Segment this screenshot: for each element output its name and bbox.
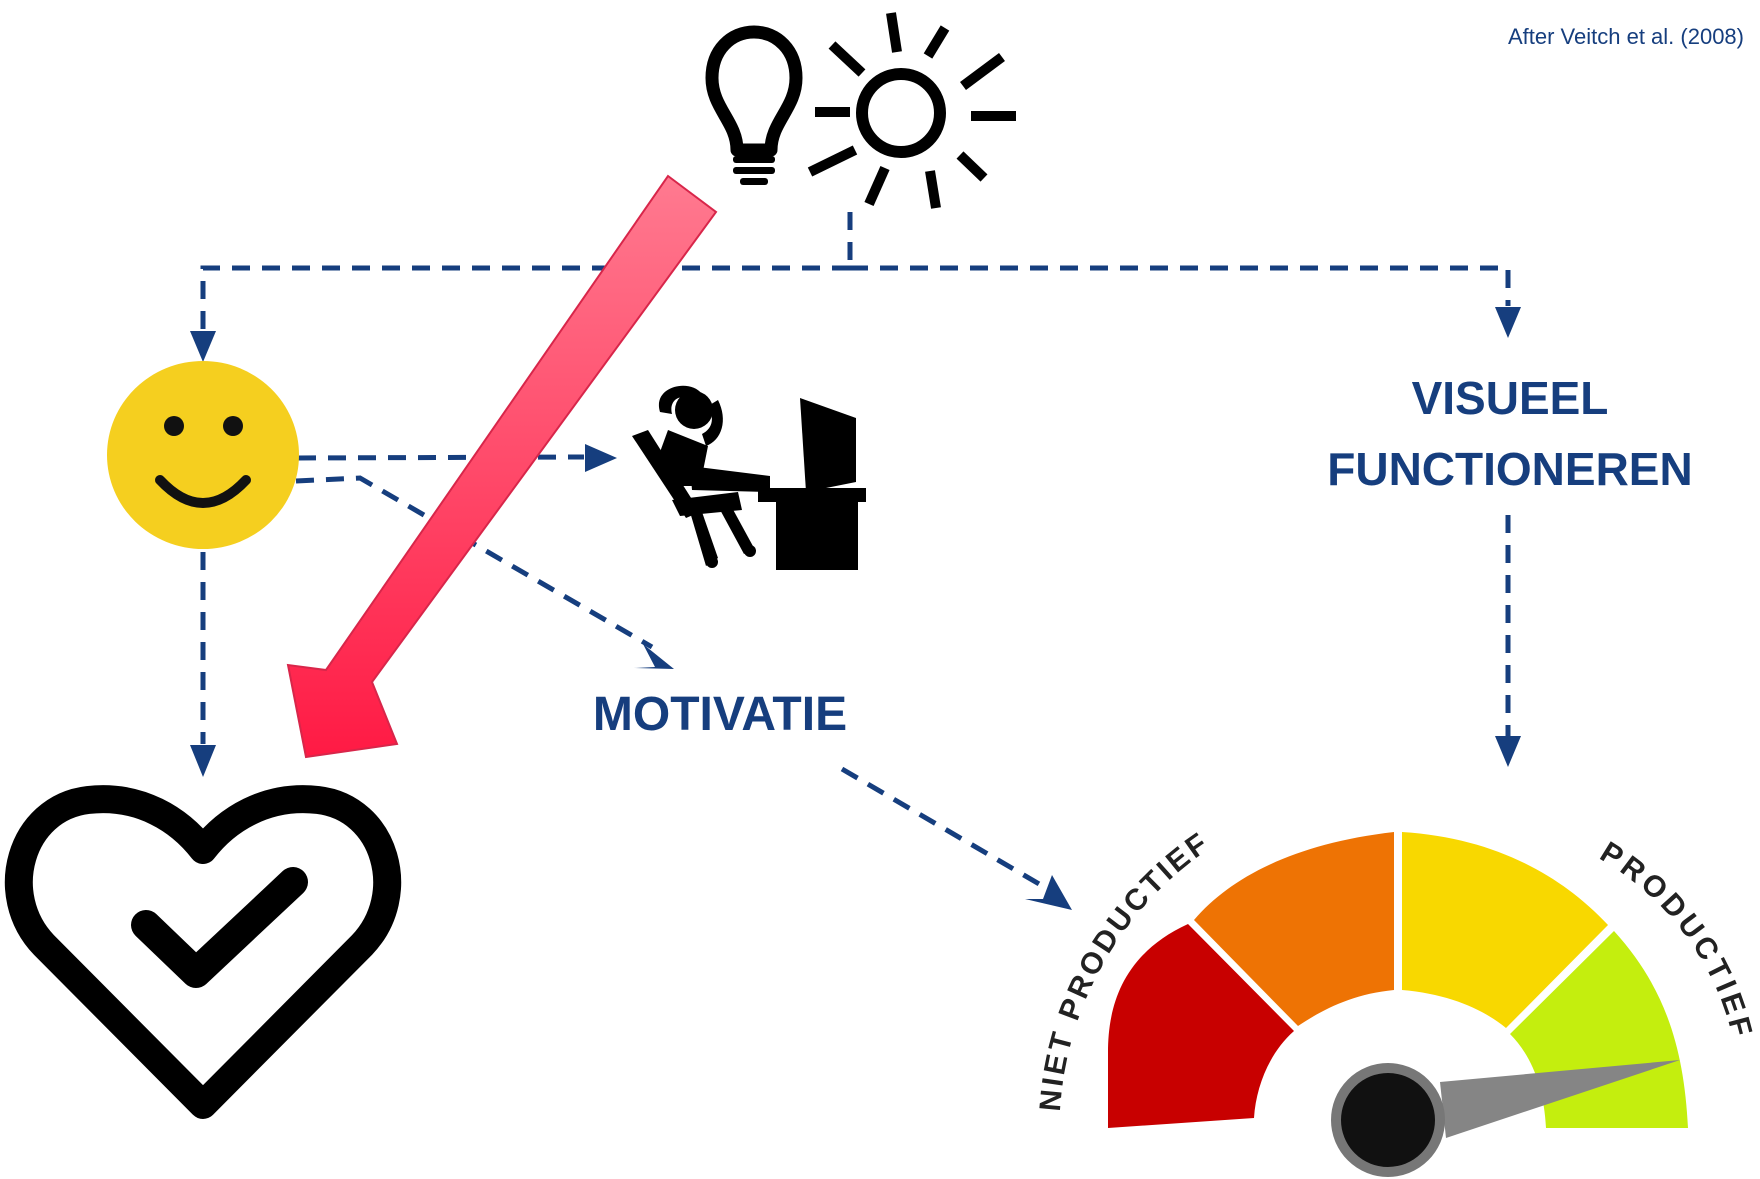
connector-smiley-to-worker: [297, 454, 585, 461]
big-direct-effect-arrow: [286, 174, 718, 759]
connector-smiley-to-motivation: [295, 475, 654, 650]
gauge-segment-orange: [1194, 832, 1394, 1026]
connector-motivation-to-gauge: [840, 766, 1048, 891]
heart-check-icon: [4, 785, 402, 1119]
lightbulb-icon: [705, 25, 803, 185]
arrowhead-to-heart: [190, 745, 216, 777]
citation-text: After Veitch et al. (2008): [1507, 24, 1744, 49]
connector-split-to-smiley: [200, 265, 850, 330]
arrowhead-to-gauge-visual: [1495, 736, 1521, 767]
smiley-icon: [107, 361, 299, 549]
arrowhead-to-smiley: [190, 331, 216, 362]
relaxed-worker-icon: [632, 385, 866, 570]
gauge-needle: [1440, 1060, 1680, 1138]
arrowheads: [190, 307, 1521, 910]
motivation-label: MOTIVATIE: [592, 688, 848, 741]
arrowhead-to-visual: [1495, 307, 1521, 338]
sun-icon: [807, 12, 1016, 209]
visual-functioning-label-line1: VISUEEL: [1411, 372, 1609, 424]
connector-split-to-visual: [850, 265, 1511, 306]
productivity-gauge: NIET PRODUCTIEF PRODUCTIEF: [1034, 826, 1755, 1177]
arrowhead-to-worker: [585, 444, 617, 472]
visual-functioning-label-line2: FUNCTIONEREN: [1327, 443, 1693, 495]
gauge-segment-yellow: [1402, 832, 1608, 1028]
arrowhead-to-gauge-motivation: [1025, 875, 1072, 910]
arrowhead-to-motivation: [634, 644, 674, 669]
gauge-segment-red: [1108, 924, 1294, 1128]
gauge-hub: [1331, 1063, 1445, 1177]
